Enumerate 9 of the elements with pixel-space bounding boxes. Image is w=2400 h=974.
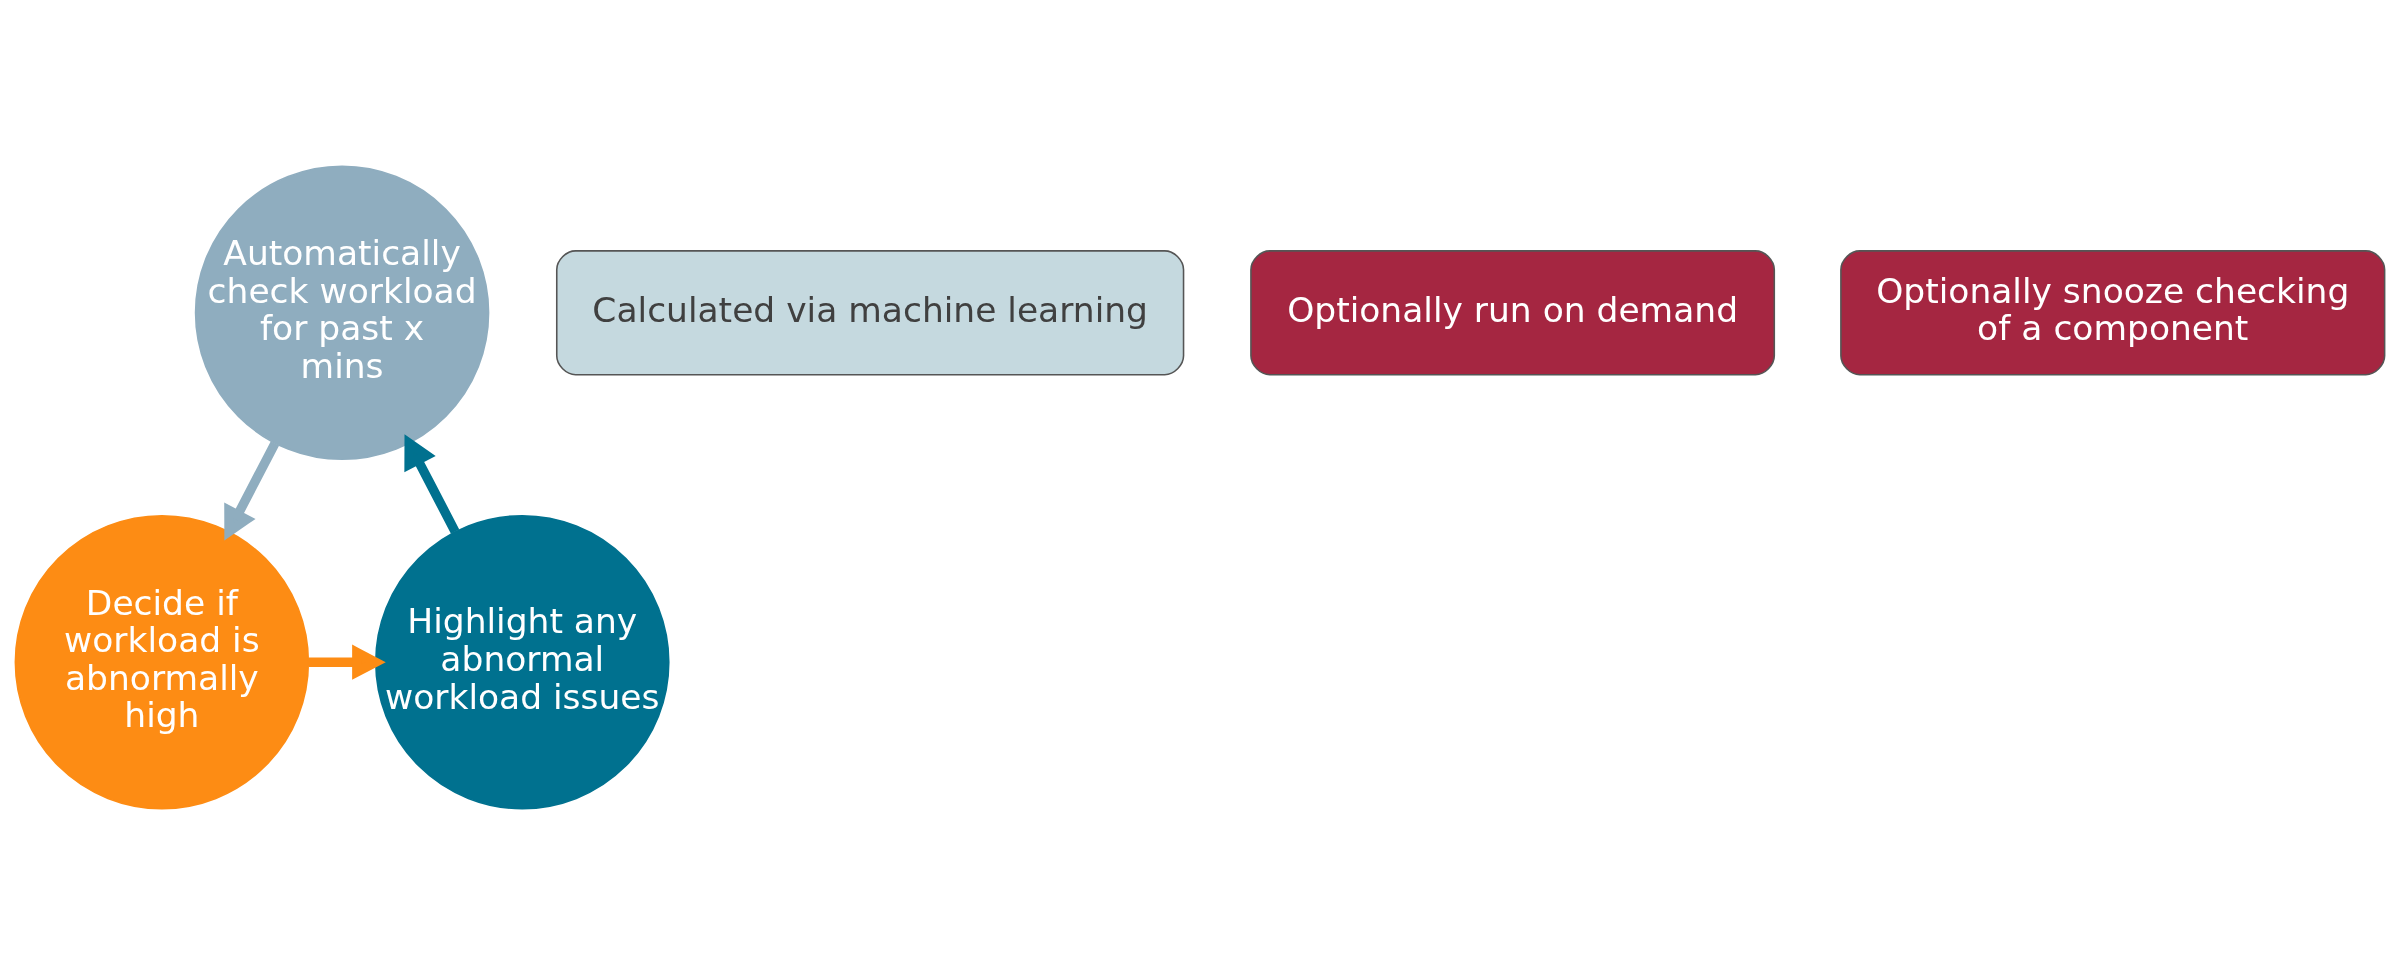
arrow — [224, 440, 280, 541]
node-box: Optionally snooze checking of a component — [1840, 249, 2386, 375]
arrow — [404, 433, 460, 534]
node-circle: Decide if workload is abnormally high — [14, 514, 310, 809]
node-box: Calculated via machine learning — [555, 249, 1185, 375]
node-circle: Highlight any abnormal workload issues — [375, 514, 670, 809]
node-circle: Automatically check workload for past x mins — [194, 165, 490, 460]
node-box: Optionally run on demand — [1250, 249, 1776, 375]
arrow — [309, 644, 386, 680]
